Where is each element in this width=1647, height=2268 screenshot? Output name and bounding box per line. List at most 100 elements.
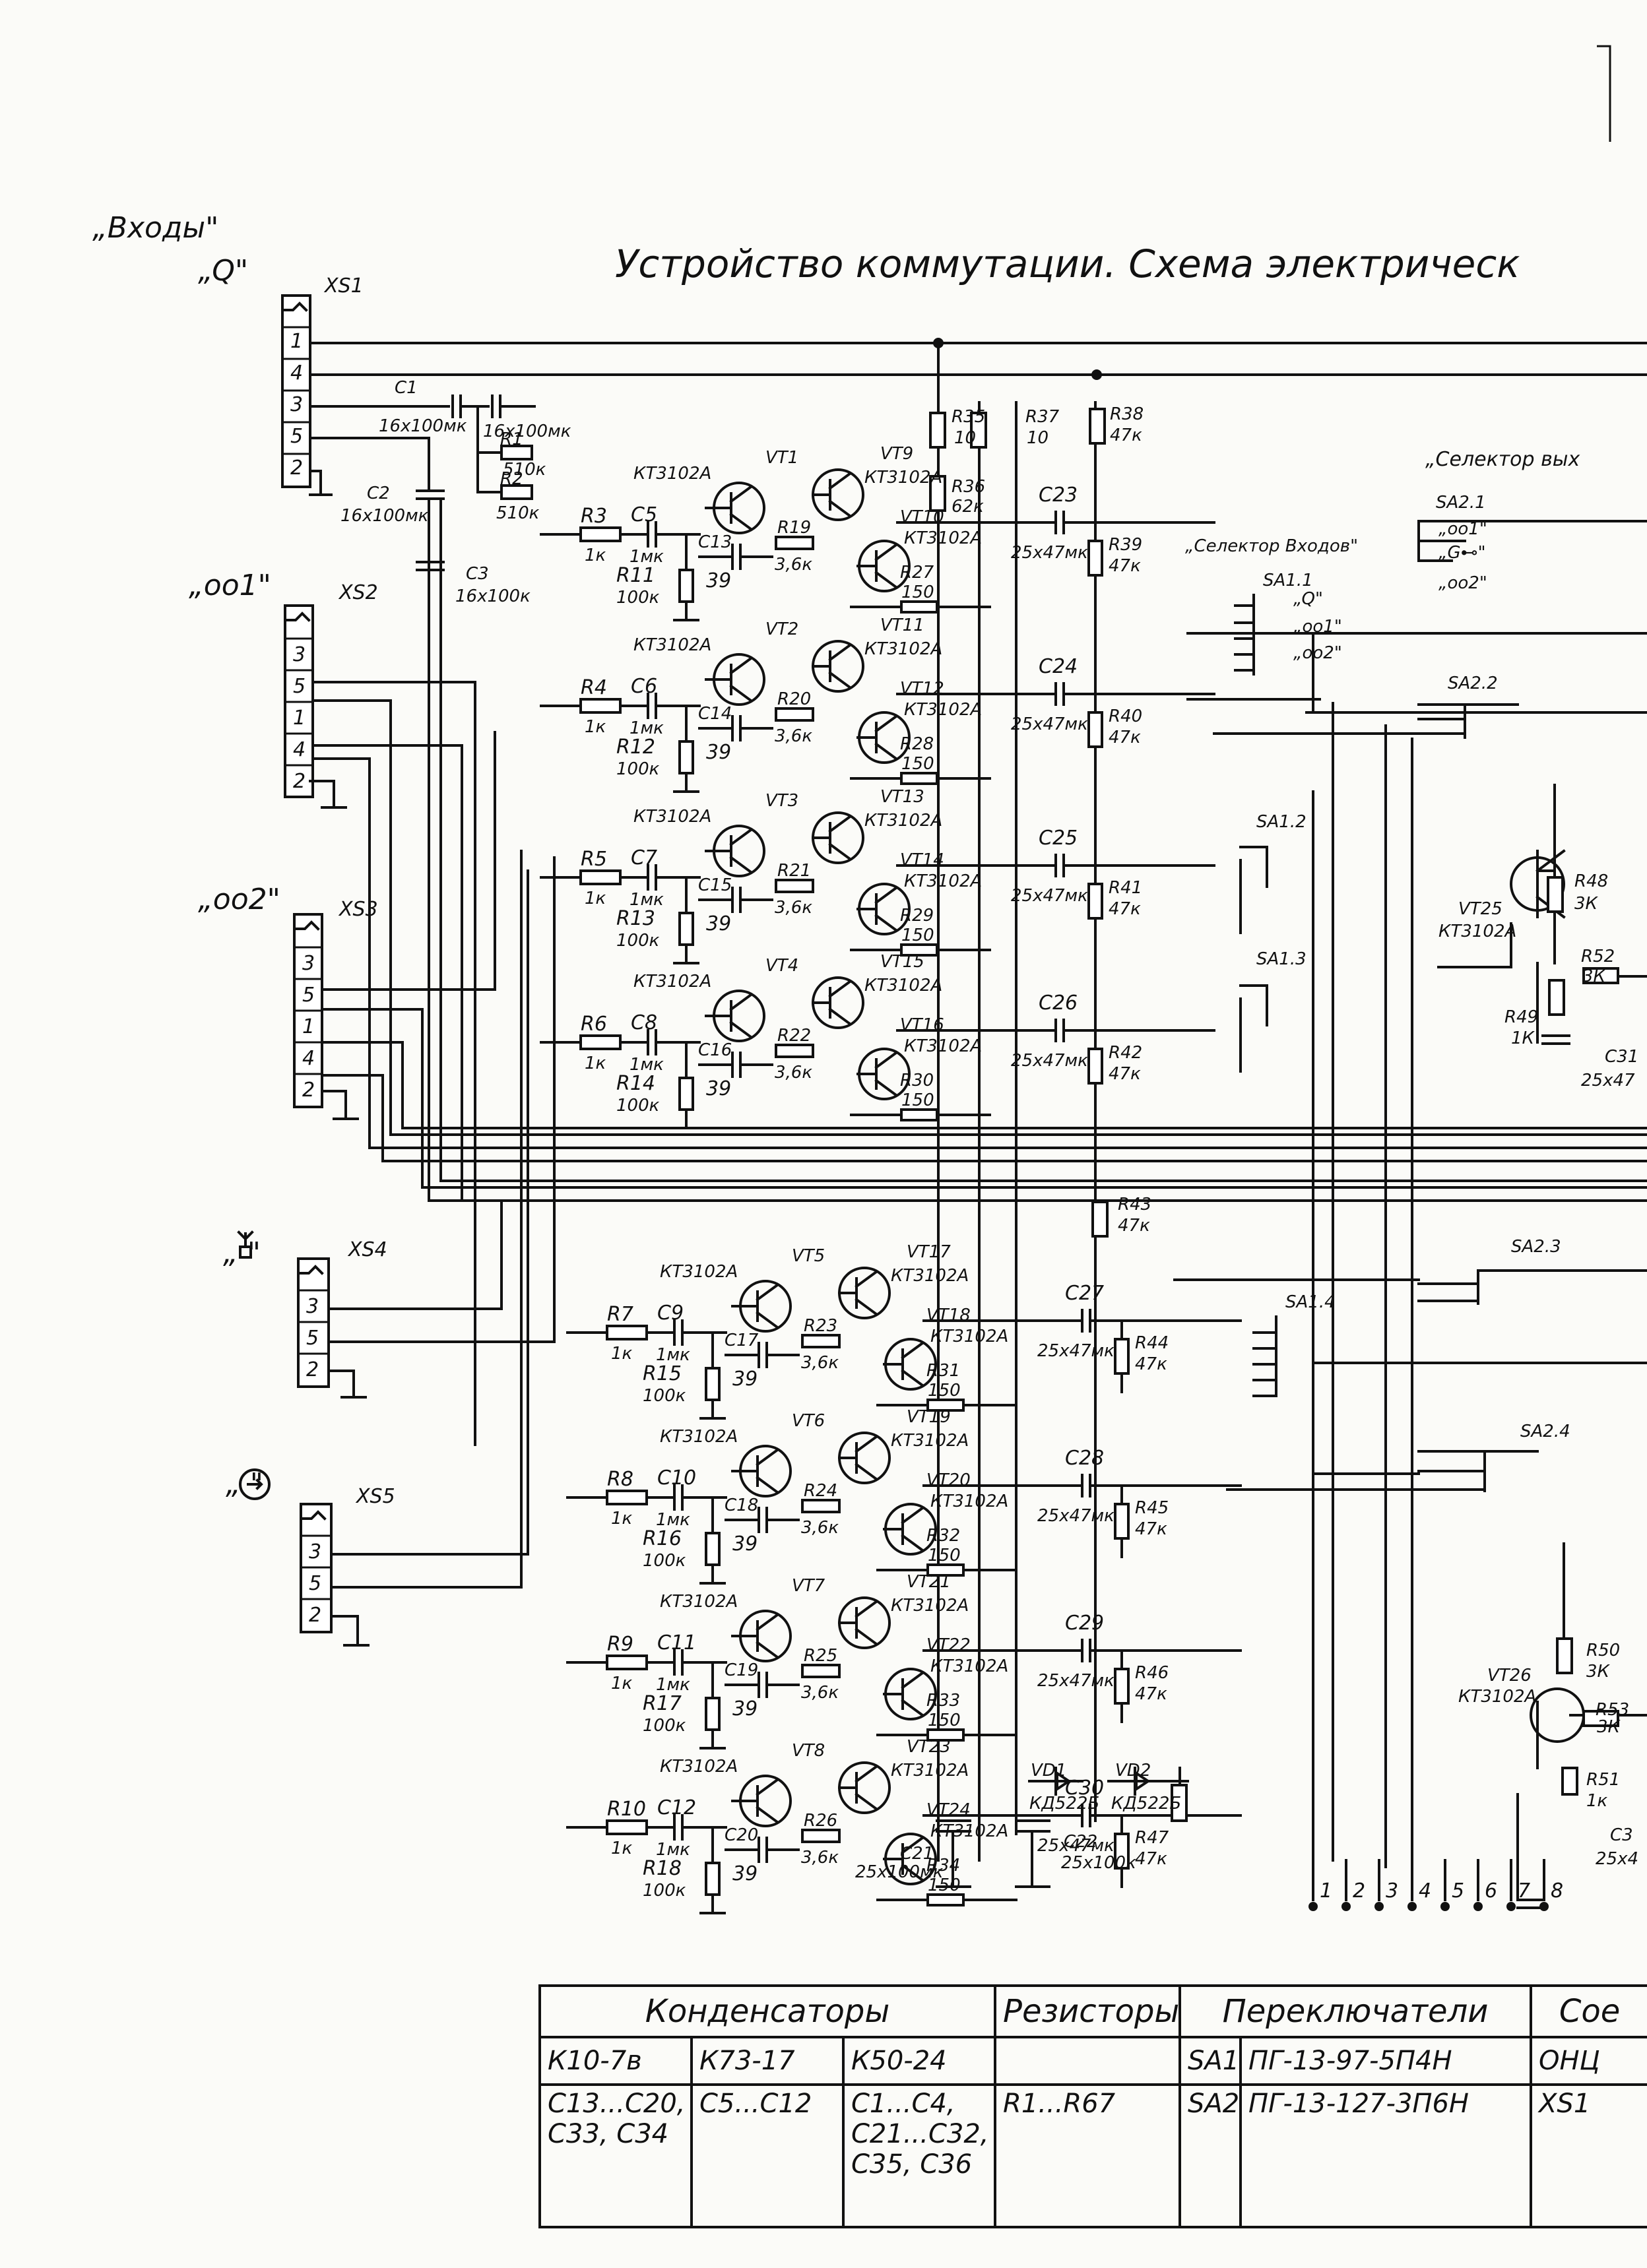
input-name-q: „Q" <box>198 254 248 288</box>
ref-label: C29 <box>1065 1612 1104 1635</box>
feedback-resistor <box>775 707 814 722</box>
value-label: 100к <box>616 931 660 951</box>
svg-text:10: 10 <box>954 428 976 448</box>
ref-label: R46 <box>1135 1663 1169 1683</box>
bus-lines-top <box>309 342 1647 376</box>
svg-text:25х4: 25х4 <box>1596 1849 1638 1869</box>
amplifier-stages: R31кC51мкR11100к39C13VT1КТ3102АR193,6кVT… <box>540 444 1242 1914</box>
ref-label: VT17 <box>907 1242 951 1262</box>
input-resistor <box>579 526 622 542</box>
type-label: КТ3102А <box>930 1492 1008 1511</box>
ref-label: R41 <box>1109 878 1142 898</box>
ref-label: C23 <box>1039 484 1078 507</box>
emitter-resistor <box>900 1108 938 1121</box>
output-pin: 6 <box>1473 1859 1497 1911</box>
svg-text:5: 5 <box>306 1327 319 1350</box>
svg-text:62к: 62к <box>952 497 984 517</box>
value-label: 1к <box>611 1344 633 1364</box>
value-label: 1мк <box>630 547 664 567</box>
ref-label: C7 <box>631 846 657 869</box>
ground-symbols <box>309 470 370 1647</box>
svg-text:10: 10 <box>1027 428 1049 448</box>
ref-label: R22 <box>777 1026 811 1046</box>
bom-cap-items: C13...C20, C33, C34 <box>538 2083 693 2228</box>
svg-text:3: 3 <box>290 393 303 416</box>
bias-resistor <box>705 1367 721 1401</box>
svg-text:4: 4 <box>302 1047 315 1070</box>
ref-label: C10 <box>657 1466 696 1490</box>
bom-switch-ref: SA1 <box>1179 2036 1243 2086</box>
svg-text:47к: 47к <box>1110 425 1142 445</box>
value-label: 3,6к <box>775 726 812 746</box>
bom-resistors: R1...R67 <box>994 2083 1182 2228</box>
ref-label: R44 <box>1135 1333 1169 1353</box>
svg-text:3К: 3К <box>1574 894 1599 914</box>
ref-label: R29 <box>900 906 934 926</box>
svg-text:25х100мк: 25х100мк <box>855 1862 944 1882</box>
svg-text:R51: R51 <box>1586 1770 1620 1790</box>
pin-number: 5 <box>1452 1879 1464 1903</box>
value-label: 25х47мк <box>1011 543 1088 563</box>
bias-resistor <box>705 1862 721 1896</box>
svg-text:3: 3 <box>293 643 306 666</box>
ref-label: R20 <box>777 689 811 709</box>
connector-xs3: „oo2" XS3 3 5 1 4 2 <box>198 883 378 1108</box>
value-label: 1мк <box>630 1055 664 1075</box>
input-resistor <box>606 1325 648 1340</box>
horizontal-return-buses <box>368 1127 1647 1202</box>
value-label: 39 <box>706 741 731 764</box>
svg-text:1К: 1К <box>1511 1028 1535 1048</box>
bias-resistor <box>678 912 694 946</box>
svg-text:3: 3 <box>309 1540 321 1563</box>
input-name-oo1: „oo1" <box>189 569 271 602</box>
emitter-resistor <box>900 772 938 785</box>
bias-resistor <box>678 1077 694 1111</box>
output-selector-label: „Селектор вых <box>1425 448 1580 471</box>
amplifier-stage: R51кC71мкR13100к39C15VT3КТ3102АR213,6кVT… <box>540 787 1215 964</box>
feedback-resistor <box>801 1499 841 1513</box>
svg-text:2: 2 <box>293 770 306 793</box>
emitter-resistor <box>926 1893 965 1906</box>
ref-label: VT6 <box>792 1411 825 1431</box>
value-label: 3,6к <box>775 555 812 575</box>
value-label: 25х47мк <box>1011 714 1088 734</box>
svg-text:5: 5 <box>293 675 306 698</box>
ref-label: R6 <box>581 1013 607 1036</box>
xs2-ref: XS2 <box>338 581 378 604</box>
sa1-4-label: SA1.4 <box>1285 1292 1336 1312</box>
type-label: КТ3102А <box>864 976 942 995</box>
value-label: 47к <box>1109 556 1141 576</box>
pin-number: 1 <box>1320 1879 1332 1903</box>
ref-label: R9 <box>607 1633 633 1656</box>
type-label: КТ3102А <box>633 972 711 992</box>
sheet-title: Устройство коммутации. Схема электрическ <box>615 241 1520 286</box>
svg-text:КД522Б: КД522Б <box>1029 1794 1099 1813</box>
ref-label: C24 <box>1039 655 1078 678</box>
sa2-2-label: SA2.2 <box>1448 674 1498 693</box>
bom-header-switches: Переключатели <box>1179 1984 1533 2038</box>
ref-label: VT4 <box>765 956 798 976</box>
ref-label: VT14 <box>900 850 944 870</box>
ref-label: C12 <box>657 1796 696 1819</box>
svg-text:1: 1 <box>293 707 306 730</box>
value-label: 39 <box>706 569 731 592</box>
feedback-resistor <box>775 879 814 893</box>
input-resistor <box>606 1654 648 1670</box>
ref-label: VT8 <box>792 1741 825 1761</box>
svg-text:R2: R2 <box>500 469 523 489</box>
ref-label: R26 <box>804 1811 837 1831</box>
value-label: 47к <box>1109 728 1141 747</box>
input-name-antenna: „ " <box>223 1236 261 1270</box>
value-label: 100к <box>643 1386 686 1406</box>
value-label: 39 <box>732 1862 758 1885</box>
input-network: C1 16х100мк 16х100мк R1 R2 510к 510к C2 … <box>309 378 571 606</box>
svg-text:C21: C21 <box>900 1844 934 1864</box>
ref-label: VT23 <box>907 1737 951 1757</box>
ref-label: VT13 <box>880 787 924 807</box>
signal-buses <box>311 500 556 1589</box>
svg-text:2: 2 <box>290 457 303 480</box>
amplifier-stage: R61кC81мкR14100к39C16VT4КТ3102АR223,6кVT… <box>540 952 1215 1129</box>
plug-icon <box>302 1510 327 1521</box>
svg-text:25х47: 25х47 <box>1581 1071 1635 1090</box>
